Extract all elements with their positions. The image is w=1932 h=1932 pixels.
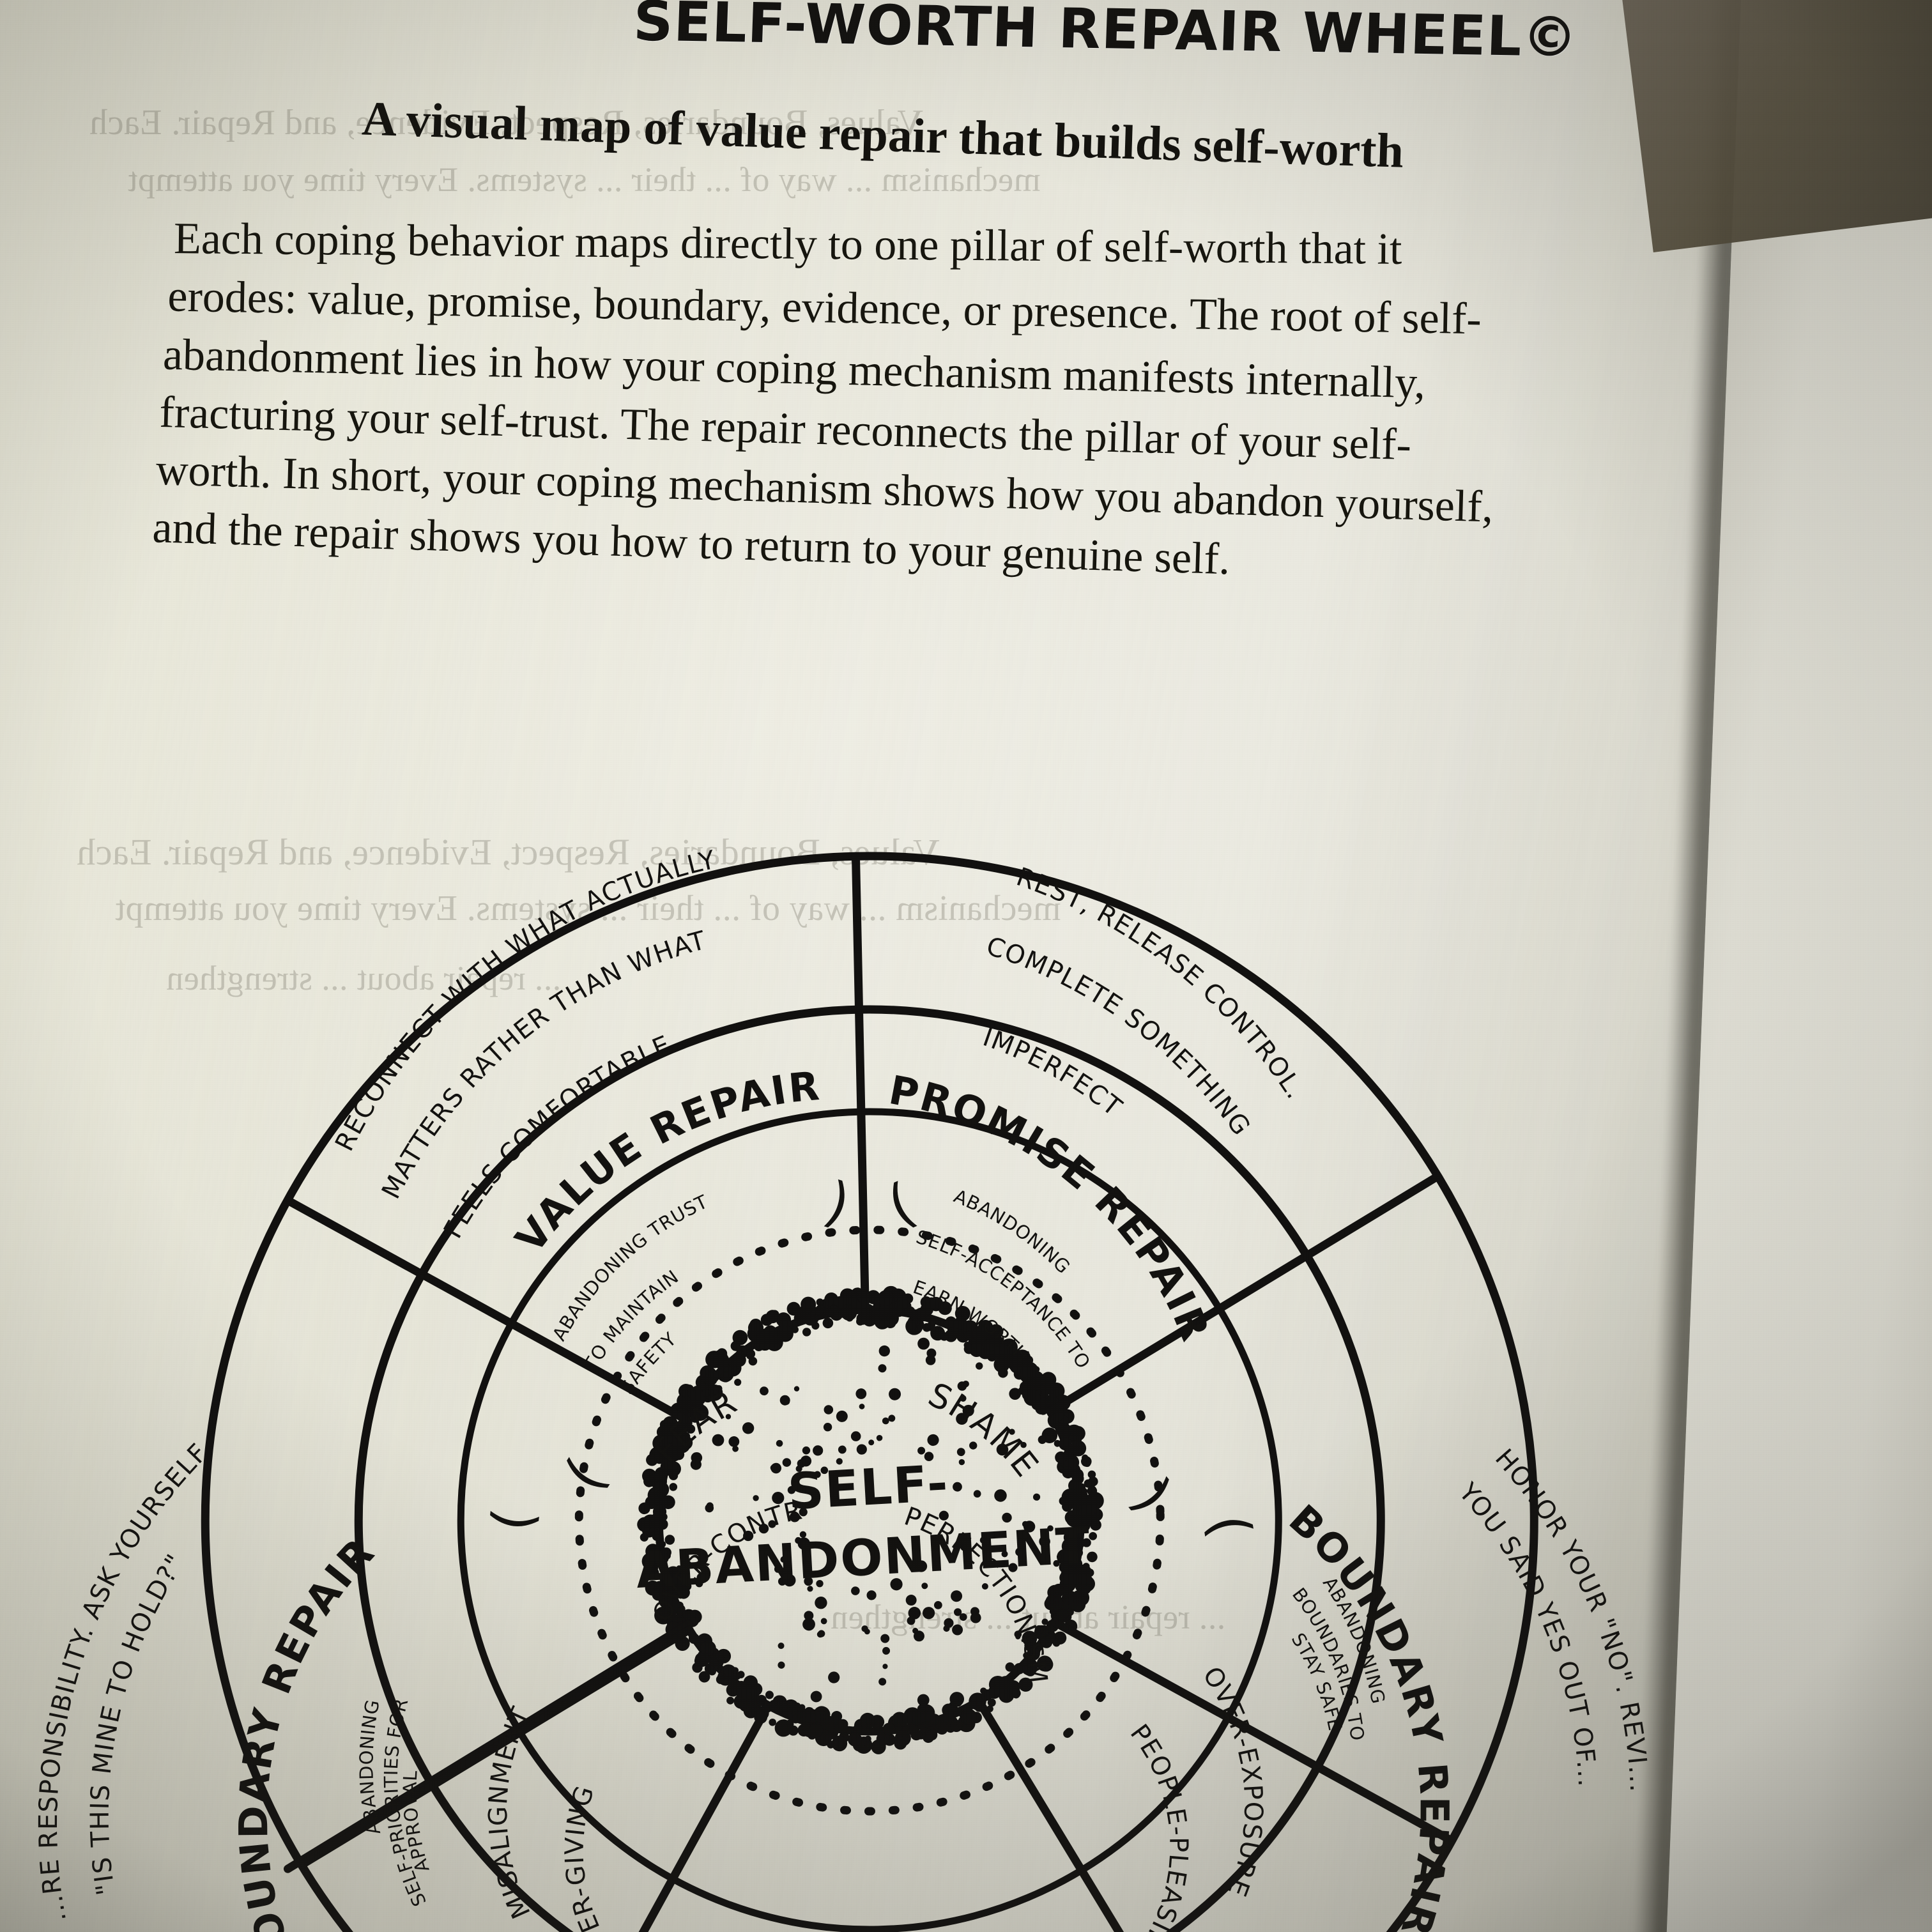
repair-action-value-line2: MATTERS RATHER THAN WHAT xyxy=(371,925,715,1204)
paren-open-promise: ( xyxy=(878,1171,924,1239)
core-label-line1: SELF- xyxy=(786,1455,951,1521)
pillar-label-boundary-right: BOUNDARY REPAIR xyxy=(1280,1492,1461,1932)
coping-label-over-giving: OVER-GIVING xyxy=(558,1781,626,1932)
printed-heading-block: SELF-WORTH REPAIR WHEEL© A visual map of… xyxy=(1,0,1699,917)
paren-close-promise: ) xyxy=(1121,1467,1184,1524)
paragraph-line: Each coping behavior maps directly to on… xyxy=(173,214,1402,274)
paren-open-value: ( xyxy=(553,1448,618,1502)
page-subtitle: A visual map of value repair that builds… xyxy=(361,91,1405,178)
intro-paragraph: Each coping behavior maps directly to on… xyxy=(152,168,1695,585)
page-title: SELF-WORTH REPAIR WHEEL© xyxy=(632,0,1579,70)
stipple-texture xyxy=(637,1285,1104,1754)
repair-action-boundary-left-line2: "IS THIS MINE TO HOLD?" xyxy=(80,1548,197,1897)
table-surface xyxy=(1620,0,1932,252)
internal-label-misalignment: MISALIGNMENT xyxy=(481,1702,540,1924)
internal-label-over-exposure: OVER-EXPOSURE xyxy=(1197,1660,1270,1902)
self-worth-repair-wheel-diagram: RECONNECT WITH WHAT ACTUALLY MATTERS RAT… xyxy=(0,822,1809,1932)
paren-open-boundary-left: ( xyxy=(480,1505,546,1535)
coping-label-people-pleasing: PEOPLE-PLEASING xyxy=(1119,1718,1196,1932)
paren-open-boundary-right: ( xyxy=(1197,1510,1263,1543)
core-label-line2: ABANDONMENT xyxy=(634,1517,1092,1600)
